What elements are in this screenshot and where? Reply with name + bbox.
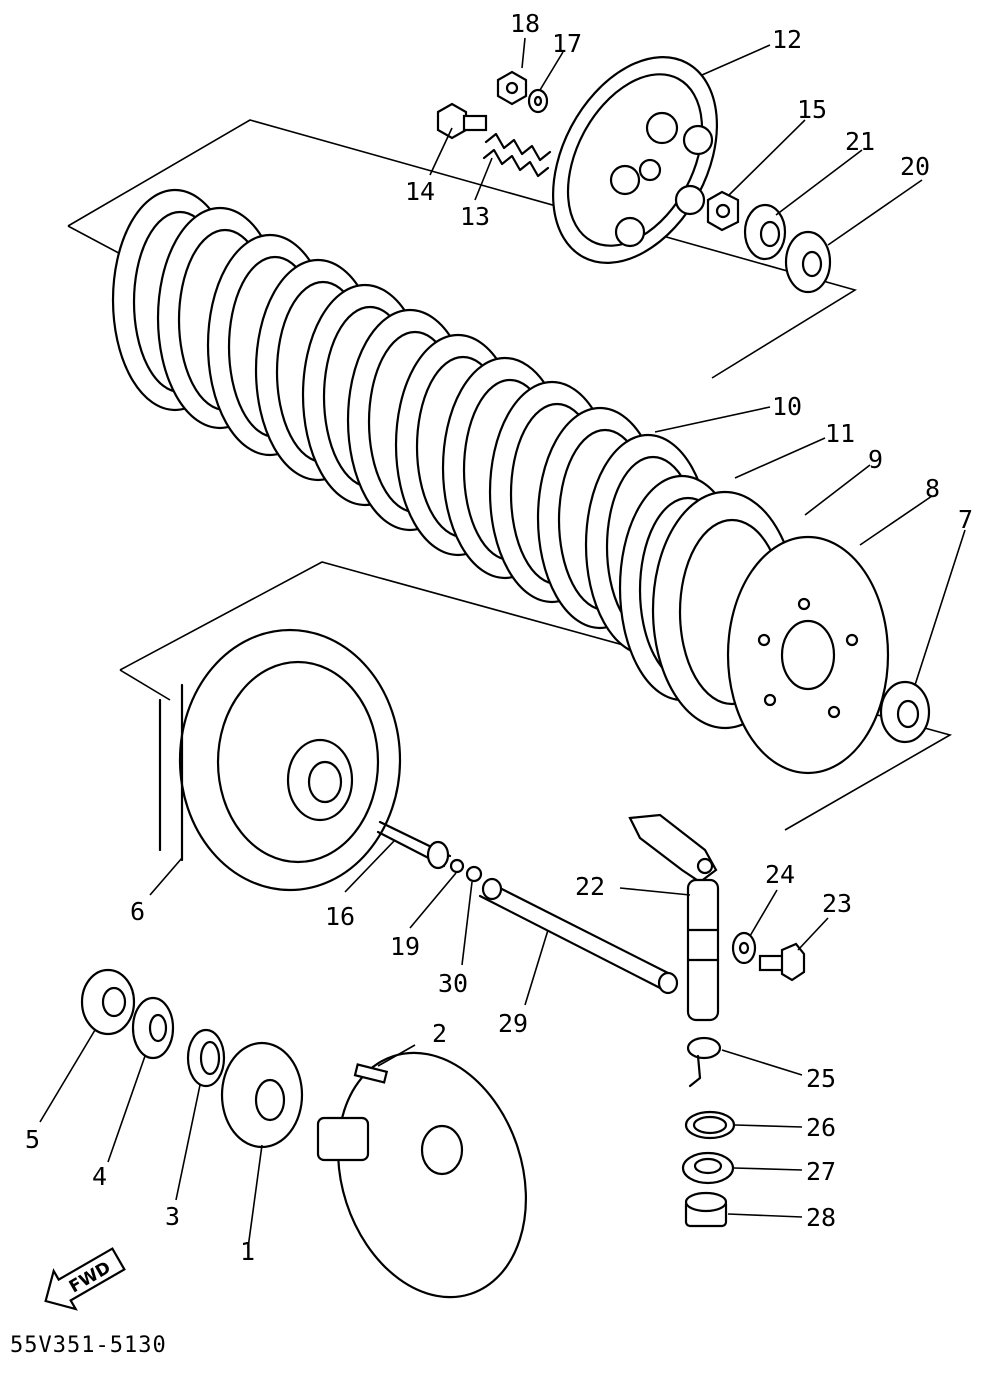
nut-15 (706, 190, 740, 232)
push-lever-22 (628, 813, 720, 1022)
label-part-30: 30 (438, 969, 468, 998)
washer-24 (731, 931, 757, 965)
label-part-16: 16 (325, 902, 355, 931)
bolt-23 (758, 942, 806, 982)
label-part-13: 13 (460, 202, 490, 231)
nut-5 (80, 968, 136, 1036)
clutch-boss (726, 535, 890, 775)
ball-30 (465, 865, 483, 883)
label-part-25: 25 (806, 1064, 836, 1093)
label-part-12: 12 (772, 25, 802, 54)
diagram-code: 55V351-5130 (10, 1333, 167, 1358)
bearing-28 (684, 1191, 728, 1228)
label-part-23: 23 (822, 889, 852, 918)
label-part-3: 3 (165, 1202, 180, 1231)
push-rod-16 (376, 820, 452, 870)
pressure-plate (551, 56, 719, 264)
label-part-27: 27 (806, 1157, 836, 1186)
label-part-18: 18 (510, 9, 540, 38)
nut-18 (496, 70, 528, 106)
label-part-24: 24 (765, 860, 795, 889)
forward-arrow: FWD (44, 1247, 126, 1311)
label-part-20: 20 (900, 152, 930, 181)
label-part-9: 9 (868, 445, 883, 474)
label-part-8: 8 (925, 474, 940, 503)
label-part-11: 11 (825, 419, 855, 448)
label-part-2: 2 (432, 1019, 447, 1048)
spring-25 (686, 1036, 722, 1088)
spring-bolt (436, 102, 488, 140)
key-2 (353, 1063, 389, 1084)
circlip-26 (684, 1110, 736, 1140)
clutch-spring (482, 132, 552, 178)
label-part-15: 15 (797, 95, 827, 124)
washer-17 (527, 88, 549, 114)
part-labels: 1 2 3 4 5 6 7 8 9 10 11 12 13 14 15 16 1… (25, 9, 973, 1266)
oil-seal-27 (681, 1151, 735, 1185)
lock-washer-7 (879, 680, 931, 744)
label-part-1: 1 (240, 1237, 255, 1266)
bearing-21 (743, 203, 787, 261)
label-part-10: 10 (772, 392, 802, 421)
ball-19 (449, 858, 465, 874)
label-part-22: 22 (575, 872, 605, 901)
primary-drive-gear (220, 1041, 528, 1299)
label-part-4: 4 (92, 1162, 107, 1191)
push-rod-29 (478, 877, 679, 995)
label-part-21: 21 (845, 127, 875, 156)
leader-lines (39, 37, 966, 1249)
washer-4 (131, 996, 175, 1060)
label-part-29: 29 (498, 1009, 528, 1038)
label-part-26: 26 (806, 1113, 836, 1142)
label-part-5: 5 (25, 1125, 40, 1154)
label-part-14: 14 (405, 177, 435, 206)
label-part-19: 19 (390, 932, 420, 961)
lock-plate-20 (784, 230, 832, 294)
label-part-28: 28 (806, 1203, 836, 1232)
label-part-17: 17 (552, 29, 582, 58)
label-part-6: 6 (130, 897, 145, 926)
label-part-7: 7 (958, 505, 973, 534)
clutch-housing (158, 628, 402, 892)
circlip-3 (186, 1028, 226, 1088)
